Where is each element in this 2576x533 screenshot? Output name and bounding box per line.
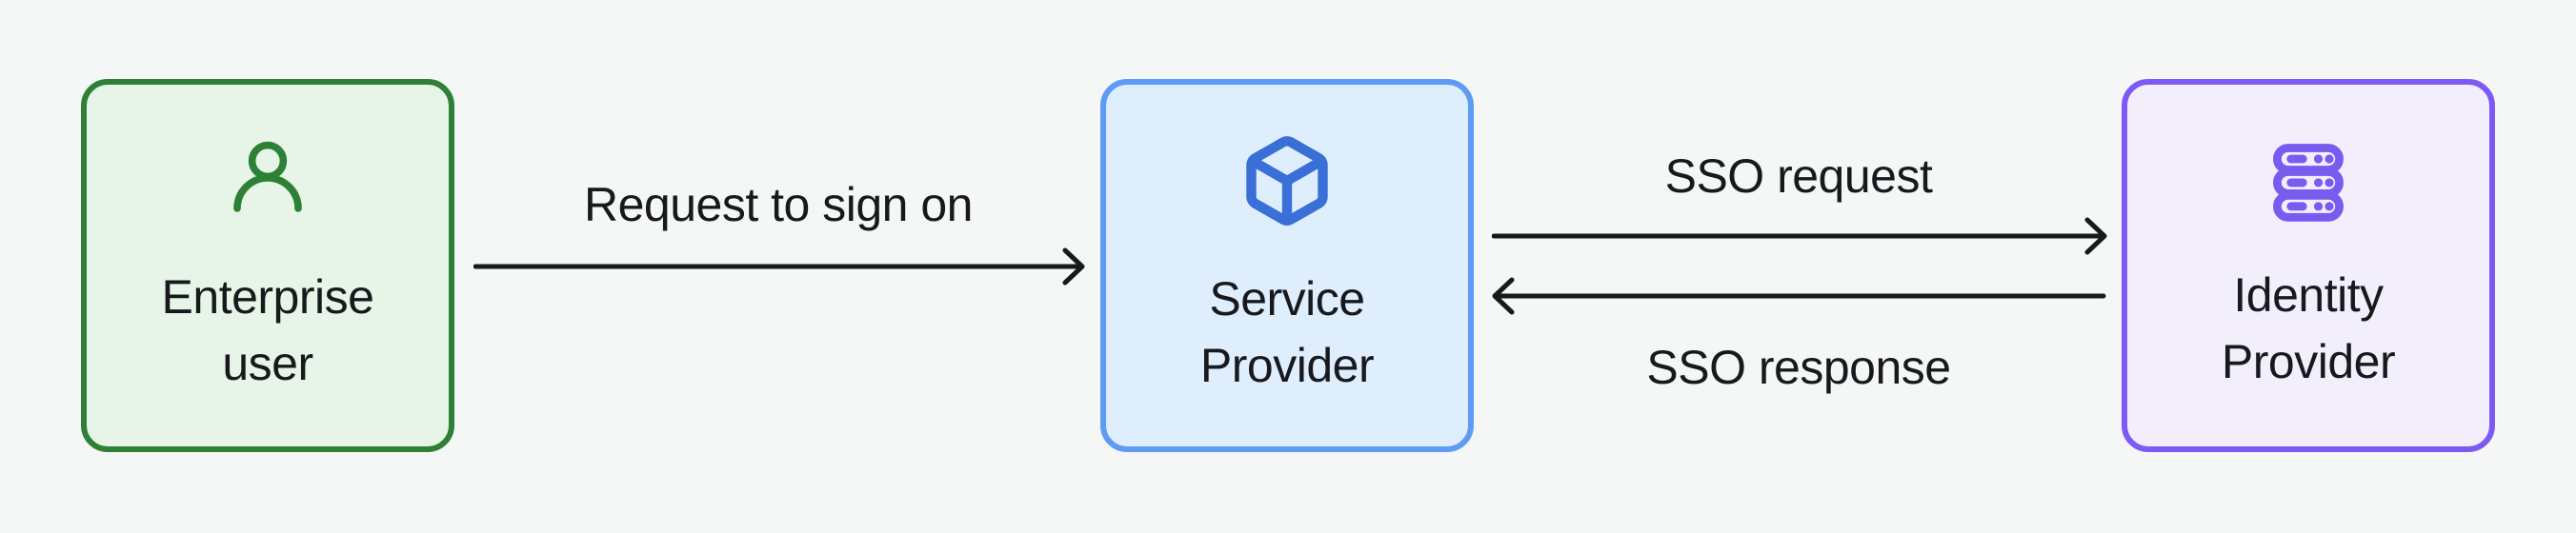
cube-icon — [1239, 133, 1335, 233]
edge-label-request-to-sign-on: Request to sign on — [584, 178, 973, 231]
edge-label-sso-request: SSO request — [1664, 149, 1933, 203]
request-arrow-right — [473, 243, 1088, 295]
node-identity-provider: Identity Provider — [2122, 79, 2495, 452]
sso-response-arrow-left — [1490, 272, 2107, 325]
sso-request-arrow-right — [1491, 212, 2109, 265]
user-icon — [222, 135, 313, 231]
server-stack-icon — [2264, 137, 2352, 229]
node-service-provider: Service Provider — [1100, 79, 1474, 452]
node-label: Identity Provider — [2221, 267, 2396, 388]
node-enterprise-user: Enterprise user — [81, 79, 454, 452]
edge-label-sso-response: SSO response — [1646, 341, 1951, 394]
node-label: Service Provider — [1199, 271, 1375, 392]
node-label: Enterprise user — [161, 269, 374, 390]
